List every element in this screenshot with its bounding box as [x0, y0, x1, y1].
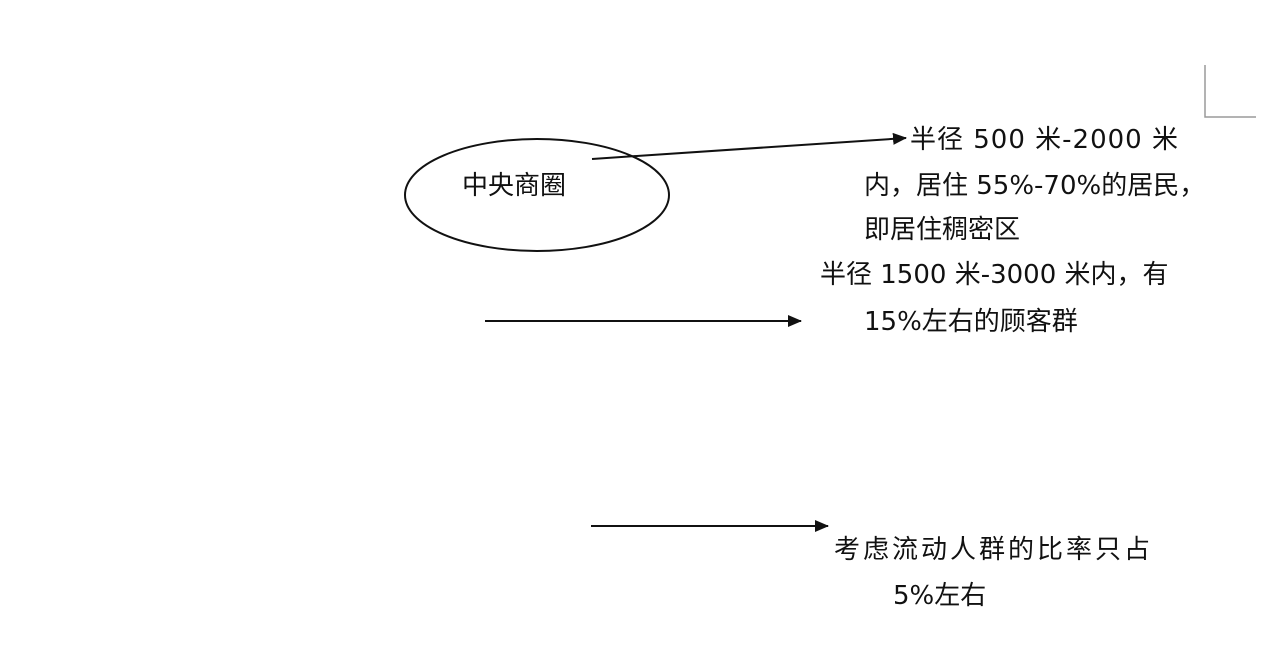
zone3-text-line2: 5%左右: [893, 581, 987, 611]
zone2-text-line2: 15%左右的顾客群: [864, 307, 1078, 337]
zone1-text-line1: 半径 500 米-2000 米: [910, 125, 1179, 155]
zone1-text-line3: 即居住稠密区: [864, 215, 1021, 245]
page-corner-mark: [1204, 65, 1256, 118]
zone1-text-line2: 内，居住 55%-70%的居民，: [864, 171, 1206, 201]
arrow-to-zone1: [591, 132, 907, 160]
zone2-text-line1: 半径 1500 米-3000 米内，有: [820, 260, 1169, 290]
central-trade-area-label: 中央商圈: [462, 171, 567, 201]
zone3-text-line1: 考虑流动人群的比率只占: [834, 535, 1154, 565]
central-trade-area-ellipse: [404, 138, 670, 252]
